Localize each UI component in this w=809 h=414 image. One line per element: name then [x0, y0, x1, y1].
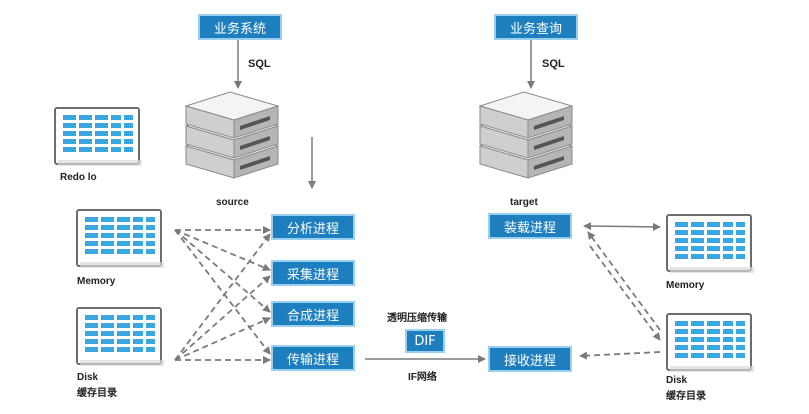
disk-right-icon [666, 313, 755, 373]
business-query-box: 业务查询 [496, 16, 576, 38]
memory-left-label: Memory [77, 276, 116, 287]
business-system-box: 业务系统 [200, 16, 280, 38]
memory-right-label: Memory [666, 280, 705, 291]
redo-log-icon [54, 107, 143, 167]
transfer-caption: 透明压缩传输 [387, 313, 447, 324]
receive-process-box: 接收进程 [490, 348, 570, 370]
merge-process-box: 合成进程 [273, 303, 353, 325]
collect-process-box: 采集进程 [273, 262, 353, 284]
disk-left-sublabel: 缓存目录 [77, 388, 117, 399]
disk-right-sublabel: 缓存目录 [666, 391, 706, 402]
solid-arrows [234, 40, 661, 363]
redo-log-label: Redo lo [60, 172, 97, 183]
memory-right-icon [666, 214, 755, 274]
transfer-process-box: 传输进程 [273, 347, 353, 369]
disk-left-label: Disk [77, 372, 99, 383]
target-label: target [510, 197, 538, 208]
disk-right-label: Disk [666, 375, 688, 386]
dif-box: DIF [407, 331, 443, 351]
source-server-icon [186, 92, 278, 178]
target-server-icon [480, 92, 572, 178]
memory-left-icon [76, 209, 165, 269]
source-label: source [216, 197, 249, 208]
network-label: IF网络 [408, 372, 437, 383]
sql-label-left: SQL [248, 58, 271, 70]
analysis-process-box: 分析进程 [273, 216, 353, 238]
disk-left-icon [76, 307, 165, 367]
load-process-box: 装载进程 [490, 215, 570, 237]
sql-label-right: SQL [542, 58, 565, 70]
dashed-arrows [174, 226, 661, 364]
